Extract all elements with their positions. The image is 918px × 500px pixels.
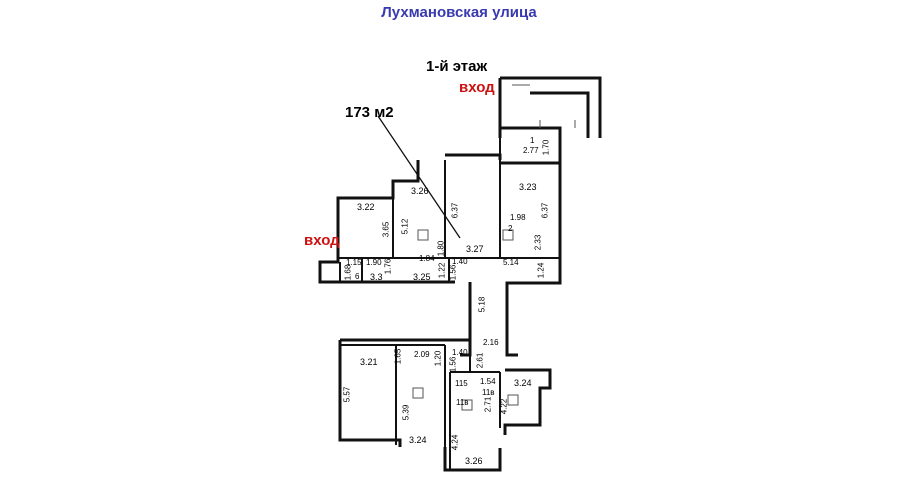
- room-number: 3.21: [360, 357, 378, 367]
- dimension-label: 1.76: [383, 258, 393, 275]
- room-number: 3.26: [465, 456, 483, 466]
- dimension-label: 2.71: [483, 396, 493, 413]
- dimension-label: 5.18: [477, 296, 487, 313]
- dimension-label: 1.15: [346, 258, 362, 267]
- street-title: Лухмановская улица: [381, 4, 537, 21]
- dimension-label: 1.56: [448, 356, 458, 373]
- dimension-label: 1.70: [541, 139, 551, 156]
- dimension-label: 11в: [456, 398, 469, 407]
- dimension-label: 1.24: [536, 262, 546, 279]
- dimension-label: 2.33: [533, 234, 543, 251]
- outer-walls: [318, 76, 602, 472]
- dimension-label: 1.68: [343, 264, 353, 281]
- room-number: 3.24: [514, 378, 532, 388]
- dimension-label: 1.80: [436, 240, 446, 257]
- entrance-label-top: вход: [459, 79, 495, 96]
- area-label: 173 м2: [345, 104, 394, 121]
- dimension-label: 5.12: [400, 218, 410, 235]
- dimension-label: 1.84: [419, 254, 435, 263]
- dimension-label: 5.57: [342, 386, 352, 403]
- dimension-label: 2.09: [414, 350, 430, 359]
- dimension-label: 1.54: [480, 377, 496, 386]
- dimension-label: 3.65: [381, 221, 391, 238]
- fixtures: [412, 84, 576, 411]
- dimension-label: 2: [508, 224, 513, 233]
- room-number: 3.27: [466, 244, 484, 254]
- dimension-label: 4.22: [499, 398, 509, 415]
- room-number: 3.25: [413, 272, 431, 282]
- dimension-label: 2.77: [523, 146, 539, 155]
- dimension-label: 1.20: [433, 350, 443, 367]
- dimension-label: 1.40: [452, 257, 468, 266]
- dimension-label: 6.37: [450, 202, 460, 219]
- dimension-label: 1: [530, 136, 535, 145]
- floor-label: 1-й этаж: [426, 58, 488, 75]
- dimension-label: 1.65: [393, 348, 403, 365]
- dimension-label: 1.40: [452, 348, 468, 357]
- dimension-label: 1.56: [448, 264, 458, 281]
- room-number: 3.23: [519, 182, 537, 192]
- dimension-label: 5.14: [503, 258, 519, 267]
- dimension-label: 115: [455, 379, 468, 388]
- dimension-label: 5.39: [401, 404, 411, 421]
- dimension-label: 1.90: [366, 258, 382, 267]
- dimension-label: 6.37: [540, 202, 550, 219]
- dimension-label: 2.61: [475, 352, 485, 369]
- dimension-label: 1.22: [437, 262, 447, 279]
- dimension-label: 2.16: [483, 338, 499, 347]
- room-number: 3.3: [370, 272, 383, 282]
- room-number: 3.24: [409, 435, 427, 445]
- dimension-label: 6: [355, 272, 360, 281]
- dimension-label: 11в: [482, 388, 495, 397]
- dimension-label: 1.98: [510, 213, 526, 222]
- inner-walls: [338, 128, 560, 470]
- entrance-label-left: вход: [304, 232, 340, 249]
- room-number: 3.26: [411, 186, 429, 196]
- room-number: 3.22: [357, 202, 375, 212]
- dimension-label: 4.24: [450, 434, 460, 451]
- area-pointer-arrow: [377, 115, 461, 239]
